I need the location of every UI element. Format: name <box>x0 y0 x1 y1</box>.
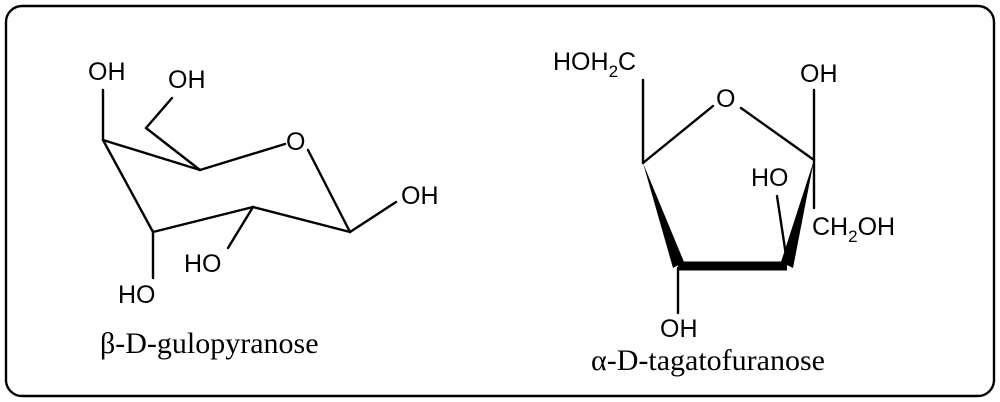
pyranose-bond-o-c1 <box>306 148 352 234</box>
pyranose-bond-c5-c6 <box>144 126 202 172</box>
pyranose-name-caption: β-D-gulopyranose <box>100 327 319 360</box>
furanose-bond-c3-ho <box>775 194 789 264</box>
pyranose-bond-c5-o <box>198 142 287 172</box>
pyranose-bond-c2-oh <box>226 205 255 250</box>
furanose-ch2oh-label: CH2OH <box>812 213 895 246</box>
pyranose-bond-c4-c5 <box>101 138 202 172</box>
furanose-bond-o-c2 <box>739 106 816 162</box>
pyranose-oh-top-label: OH <box>88 58 126 86</box>
pyranose-bond-c2-c3 <box>151 205 255 234</box>
tagatofuranose-structure: HOH2C O OH HO CH2OH OH α-D-tagatofuranos… <box>553 48 895 377</box>
furanose-name-caption: α-D-tagatofuranose <box>591 344 825 377</box>
pyranose-bond-c3-c4 <box>101 138 155 234</box>
furanose-bond-c5-o <box>641 104 715 165</box>
gulopyranose-structure: OH OH O OH HO HO β-D-gulopyranose <box>88 58 439 360</box>
furanose-oh-bottom-label: OH <box>660 315 698 343</box>
furanose-ring-oxygen-label: O <box>716 85 735 113</box>
pyranose-bond-c1-oh <box>348 200 398 234</box>
furanose-wedge-c5-c4 <box>643 163 684 268</box>
pyranose-ring-oxygen-label: O <box>286 128 305 156</box>
furanose-hoh2c-label: HOH2C <box>553 48 636 81</box>
pyranose-bond-c6-oh <box>144 96 174 130</box>
pyranose-bond-c1-c2 <box>251 205 352 234</box>
pyranose-ho-mid-label: HO <box>184 250 222 278</box>
furanose-wedge-c2-c3 <box>781 160 814 268</box>
pyranose-ho-bottom-label: HO <box>118 281 156 309</box>
furanose-oh-top-right-label: OH <box>800 60 838 88</box>
pyranose-oh-right-label: OH <box>401 182 439 210</box>
furanose-ho-inner-label: HO <box>751 164 789 192</box>
pyranose-ch2oh-oh-label: OH <box>168 66 206 94</box>
figure-frame <box>4 4 996 398</box>
